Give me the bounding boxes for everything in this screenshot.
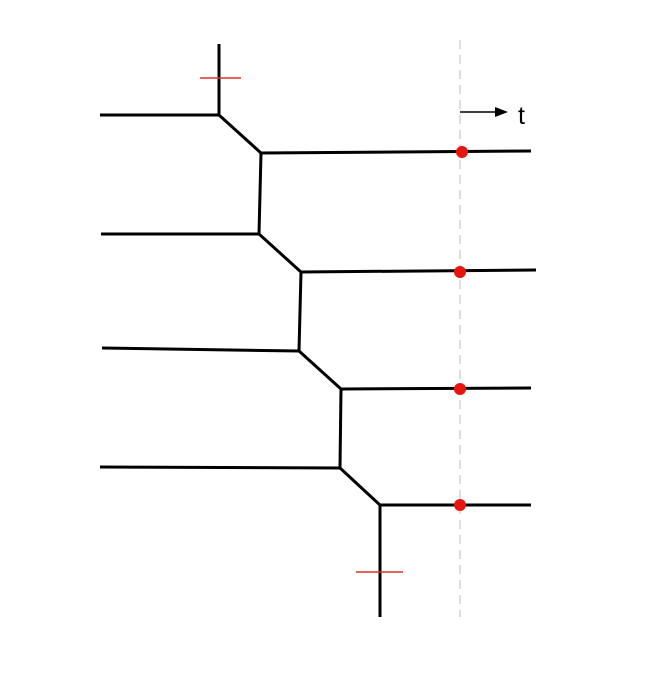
- left-input-line-3: [101, 346, 300, 353]
- staircase-spine: [217, 113, 382, 617]
- right-output-line-1: [260, 149, 532, 155]
- right-output-line-3: [340, 386, 532, 391]
- red-dot-1: [456, 146, 468, 158]
- red-dot-4: [454, 499, 466, 511]
- time-axis-label: t: [518, 102, 525, 130]
- time-arrow-head: [495, 107, 508, 117]
- red-dot-3: [454, 383, 466, 395]
- left-input-line-4: [99, 465, 341, 470]
- right-output-line-2: [300, 268, 537, 274]
- red-dot-2: [454, 266, 466, 278]
